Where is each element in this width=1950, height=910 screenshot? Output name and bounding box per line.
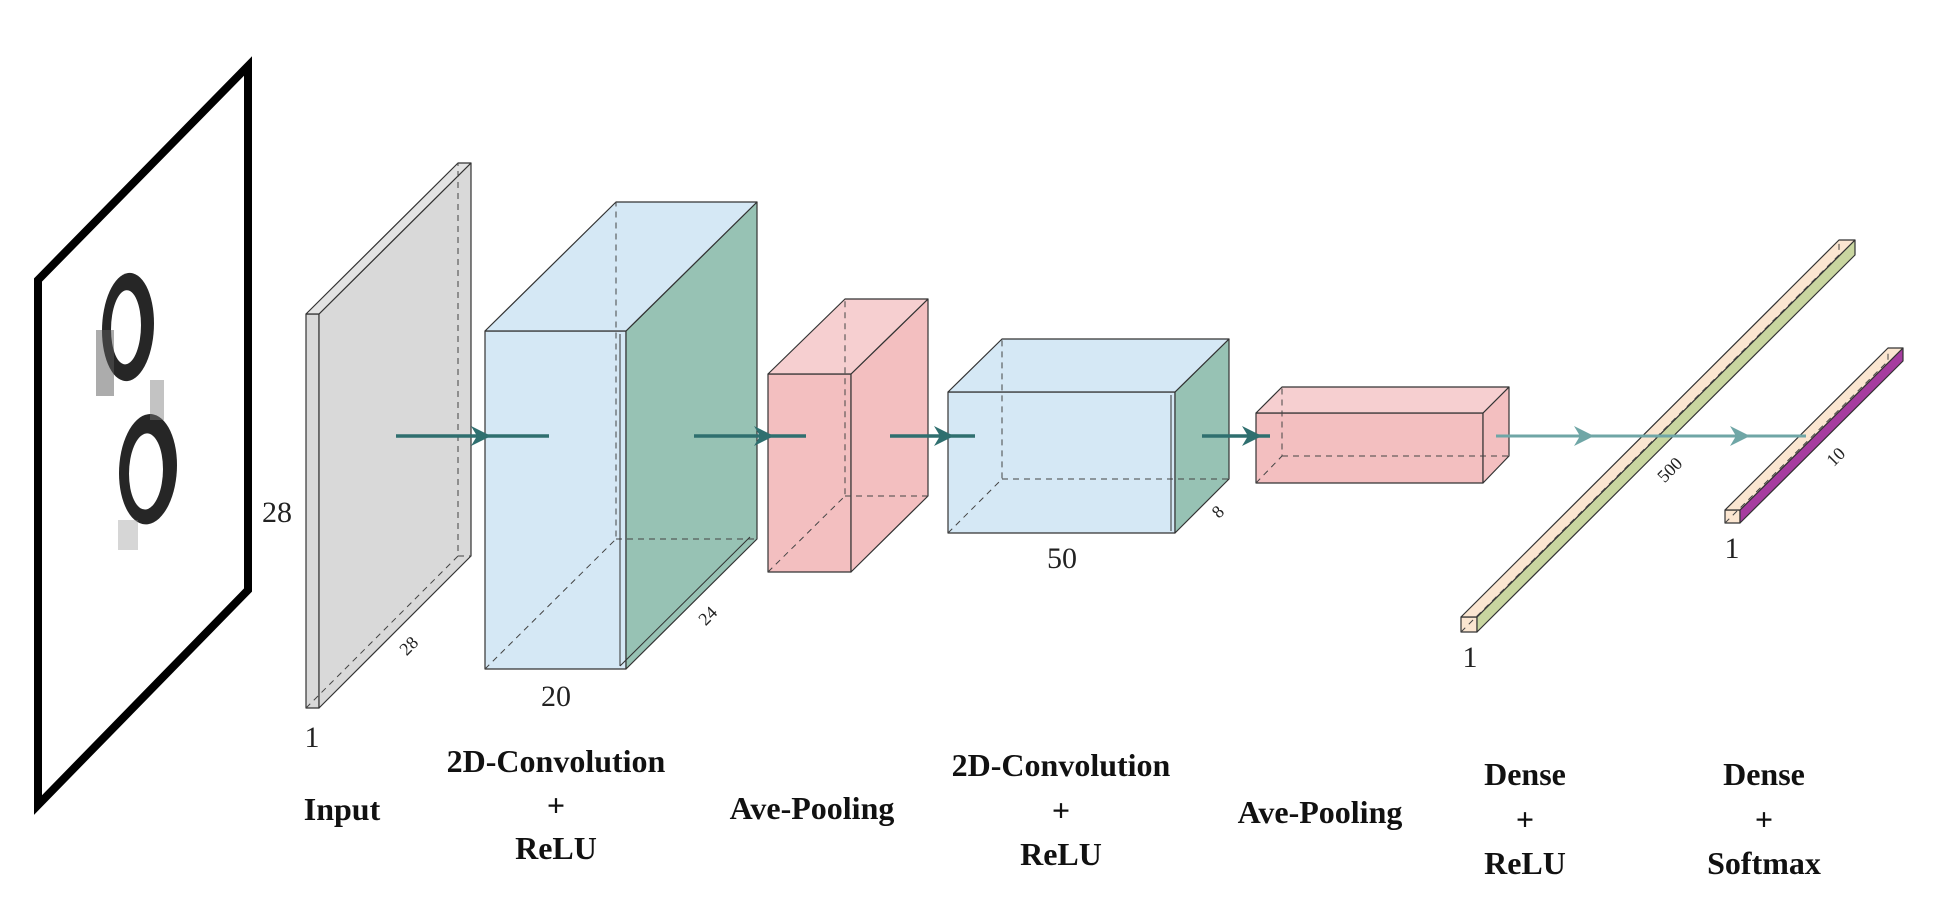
caption-dense1-line2: +	[1516, 801, 1534, 837]
caption-pool1: Ave-Pooling	[730, 790, 895, 826]
conv2-depth-label: 8	[1208, 502, 1229, 523]
conv1-width-label: 20	[541, 680, 571, 713]
dense2-units-label: 10	[1822, 443, 1849, 470]
dense2-top	[1724, 347, 1904, 511]
digit-8-image	[96, 272, 177, 550]
input-layer-front	[305, 313, 320, 709]
conv1-depth-label: 24	[694, 602, 721, 629]
layer-captions: Input 2D-Convolution + ReLU Ave-Pooling …	[304, 743, 1821, 881]
caption-input: Input	[304, 791, 381, 827]
pool1-block	[767, 298, 929, 573]
caption-dense1-line1: Dense	[1484, 756, 1566, 792]
conv2-front	[947, 391, 1176, 534]
dense2-block	[1724, 347, 1904, 524]
caption-dense2-line2: +	[1755, 801, 1773, 837]
input-image	[34, 56, 252, 815]
pool2-block	[1255, 386, 1510, 484]
conv1-block	[484, 201, 758, 670]
caption-dense2-line1: Dense	[1723, 756, 1805, 792]
conv2-width-label: 50	[1047, 542, 1077, 575]
input-layer-top	[305, 162, 472, 315]
conv2-block	[947, 338, 1230, 534]
pool2-top	[1255, 386, 1510, 414]
dense1-top	[1460, 239, 1856, 618]
conv1-front	[484, 330, 627, 670]
caption-conv2-line1: 2D-Convolution	[952, 747, 1171, 783]
input-depth-label: 28	[395, 632, 422, 659]
caption-conv2-line2: +	[1052, 792, 1070, 828]
input-width-label: 1	[305, 721, 320, 754]
caption-conv2-line3: ReLU	[1020, 836, 1102, 872]
dense1-units-label: 500	[1653, 453, 1686, 486]
pool1-top	[767, 298, 929, 375]
caption-conv1-line3: ReLU	[515, 830, 597, 866]
conv1-top	[484, 201, 758, 332]
input-height-label: 28	[262, 496, 292, 529]
pool2-front	[1255, 412, 1484, 484]
caption-dense1-line3: ReLU	[1484, 845, 1566, 881]
caption-pool2: Ave-Pooling	[1238, 794, 1403, 830]
caption-dense2-line3: Softmax	[1707, 845, 1821, 881]
conv2-top	[947, 338, 1230, 393]
caption-conv1-line1: 2D-Convolution	[447, 743, 666, 779]
caption-conv1-line2: +	[547, 787, 565, 823]
dense2-width-label: 1	[1725, 532, 1740, 565]
dense1-width-label: 1	[1463, 641, 1478, 674]
pool1-front	[767, 373, 852, 573]
input-layer-block	[305, 162, 472, 709]
